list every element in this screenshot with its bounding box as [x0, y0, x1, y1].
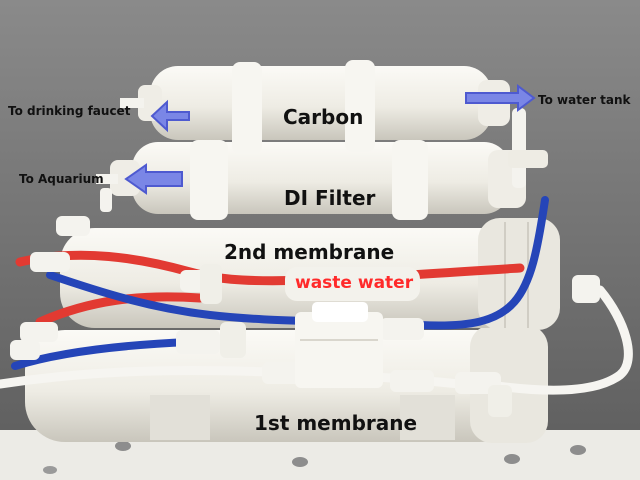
fitting: [488, 385, 512, 417]
label-to-drinking-faucet: To drinking faucet: [8, 104, 131, 118]
fitting: [176, 330, 220, 354]
fitting: [380, 318, 424, 340]
label-to-water-tank: To water tank: [538, 93, 631, 107]
label-2nd-membrane: 2nd membrane: [224, 240, 395, 264]
arrow-left-aquarium-icon: [124, 163, 183, 195]
label-1st-membrane: 1st membrane: [254, 411, 418, 435]
base-screw: [292, 457, 308, 467]
fitting: [56, 216, 90, 236]
fitting: [220, 322, 246, 358]
clip: [190, 140, 228, 220]
base-screw: [504, 454, 520, 464]
fitting: [20, 322, 58, 342]
base-screw: [43, 466, 57, 474]
label-waste-water: waste water: [295, 273, 414, 293]
valve-top: [312, 302, 368, 322]
base-screw: [115, 441, 131, 451]
fitting: [262, 362, 302, 384]
aquarium-outlet-fitting: [96, 174, 118, 184]
label-carbon: Carbon: [283, 105, 364, 129]
membrane-1-housing: [25, 330, 520, 442]
clip: [345, 60, 375, 152]
label-di-filter: DI Filter: [284, 186, 376, 210]
clip: [392, 140, 428, 220]
aquarium-elbow: [100, 188, 112, 212]
fitting: [200, 264, 222, 304]
red-tube-lower: [35, 292, 205, 327]
flow-restrictor: [285, 267, 420, 301]
blue-tube-lower: [11, 338, 194, 370]
base-screw: [570, 445, 586, 455]
bracket: [150, 395, 210, 440]
faucet-outlet-fitting: [120, 98, 144, 108]
fitting: [390, 370, 434, 392]
bracket: [400, 395, 455, 440]
di-filter-end: [110, 160, 140, 196]
fitting: [572, 275, 600, 303]
tank-connector: [512, 108, 526, 188]
fitting: [30, 252, 70, 272]
arrow-left-faucet-icon: [150, 99, 190, 133]
shut-off-valve: [295, 312, 383, 388]
arrow-right-tank-icon: [465, 84, 536, 112]
label-to-aquarium: To Aquarium: [19, 172, 104, 186]
white-tube-right: [485, 285, 633, 395]
fitting: [10, 340, 40, 360]
tank-tee: [508, 150, 548, 168]
clip: [232, 62, 262, 154]
